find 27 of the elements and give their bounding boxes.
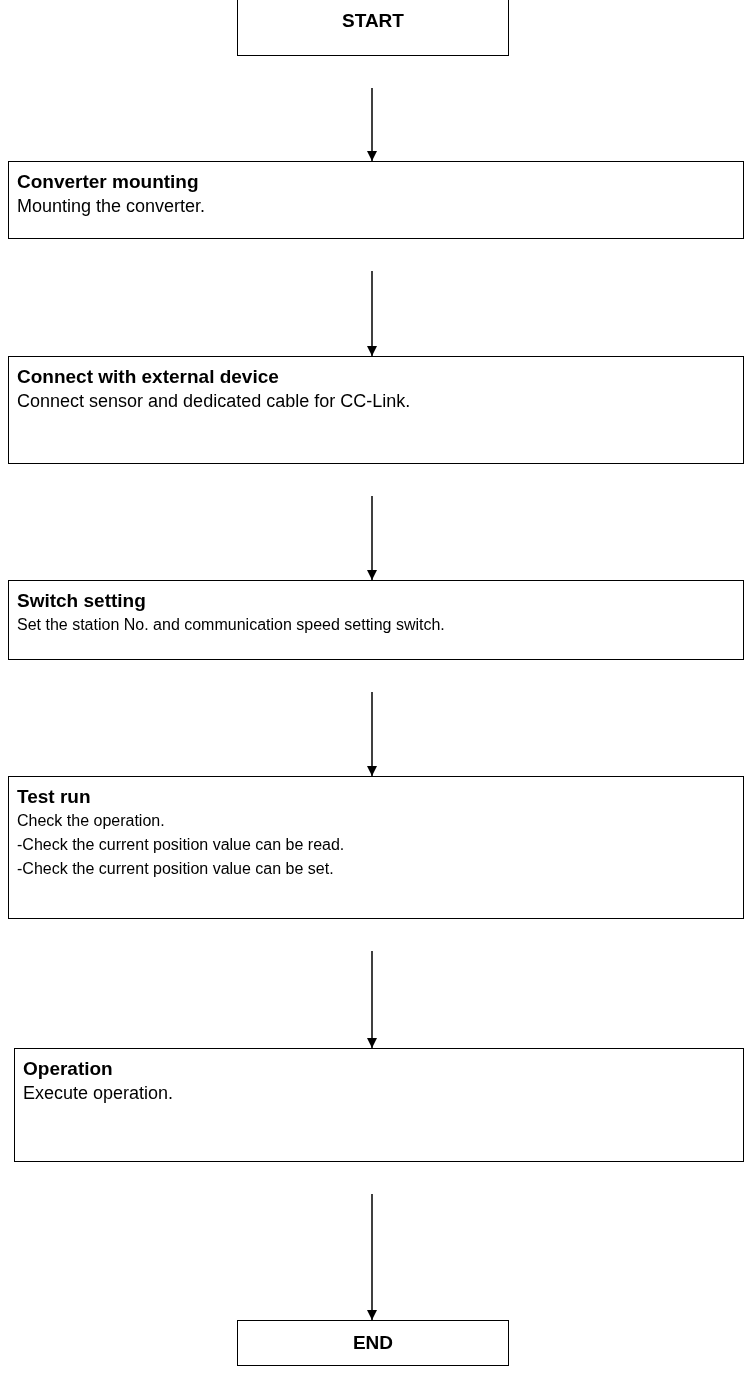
terminal-box xyxy=(237,0,509,56)
arrow xyxy=(367,1193,377,1321)
step-heading: Test run xyxy=(17,785,92,809)
arrow xyxy=(367,87,377,162)
step-description: -Check the current position value can be read. xyxy=(17,835,346,855)
step-heading: Connect with external device xyxy=(17,365,280,389)
arrow xyxy=(367,950,377,1049)
arrow xyxy=(367,270,377,357)
process-box xyxy=(8,776,744,919)
process-box xyxy=(8,580,744,660)
step-heading: Operation xyxy=(23,1057,114,1081)
step-heading: Converter mounting xyxy=(17,170,200,194)
step-description: -Check the current position value can be set. xyxy=(17,859,335,879)
step-heading: END xyxy=(352,1331,394,1355)
terminal-box xyxy=(237,1320,509,1366)
step-heading: Switch setting xyxy=(17,589,147,613)
process-box xyxy=(8,356,744,464)
step-description: Mounting the converter. xyxy=(17,195,207,218)
step-description: Set the station No. and communication speed setting switch. xyxy=(17,615,446,635)
step-description: Execute operation. xyxy=(23,1082,175,1105)
process-box xyxy=(14,1048,744,1162)
step-description: Check the operation. xyxy=(17,811,166,831)
arrow xyxy=(367,495,377,581)
step-description: Connect sensor and dedicated cable for CC-Link. xyxy=(17,390,412,413)
step-heading: START xyxy=(342,9,404,33)
arrow xyxy=(367,691,377,777)
process-box xyxy=(8,161,744,239)
